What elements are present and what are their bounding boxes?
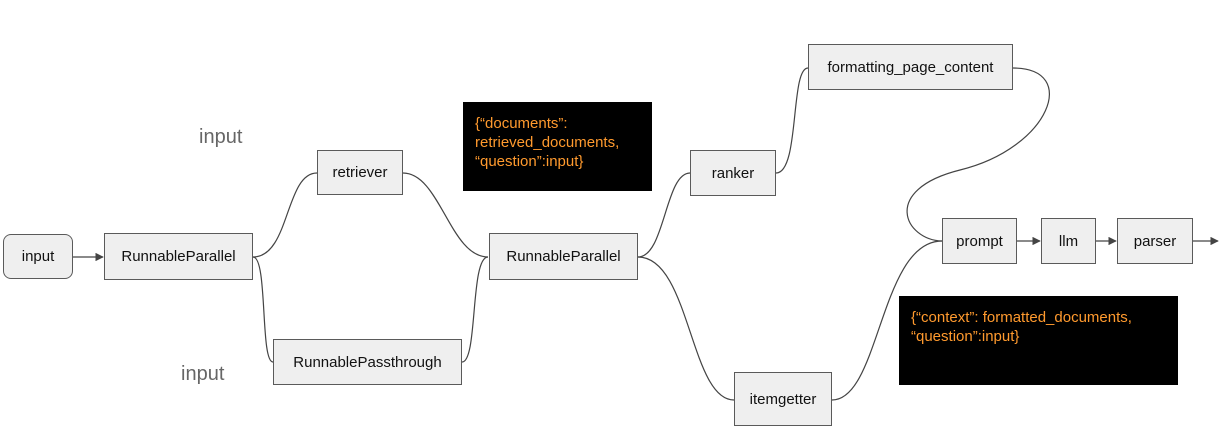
edge-ranker-to-formatting	[775, 67, 809, 174]
context-mapping-annotation: {“context”: formatted_documents, “questi…	[899, 296, 1178, 385]
edge-runnableparallel-to-retriever	[252, 172, 318, 258]
edge-runnableparallel2-to-itemgetter	[637, 256, 735, 401]
node-formatting-page-content[interactable]: formatting_page_content	[808, 44, 1013, 90]
edge-retriever-to-runnableparallel2	[402, 172, 489, 258]
node-retriever[interactable]: retriever	[317, 150, 403, 195]
documents-mapping-annotation: {“documents”: retrieved_documents, “ques…	[463, 102, 652, 191]
node-prompt[interactable]: prompt	[942, 218, 1017, 264]
input-label-top: input	[199, 126, 243, 148]
node-parser[interactable]: parser	[1117, 218, 1193, 264]
node-ranker[interactable]: ranker	[690, 150, 776, 196]
edge-runnableparallel2-to-ranker	[637, 172, 691, 258]
node-input[interactable]: input	[3, 234, 73, 279]
node-runnable-parallel-1[interactable]: RunnableParallel	[104, 233, 253, 280]
node-itemgetter[interactable]: itemgetter	[734, 372, 832, 426]
node-llm[interactable]: llm	[1041, 218, 1096, 264]
edge-runnableparallel-to-passthrough	[252, 256, 274, 363]
edge-passthrough-to-runnableparallel2	[461, 256, 489, 363]
node-runnable-parallel-2[interactable]: RunnableParallel	[489, 233, 638, 280]
node-runnable-passthrough[interactable]: RunnablePassthrough	[273, 339, 462, 385]
input-label-bottom: input	[181, 363, 225, 385]
edge-itemgetter-to-prompt	[831, 240, 943, 401]
edge-formatting-to-prompt	[906, 67, 1050, 242]
